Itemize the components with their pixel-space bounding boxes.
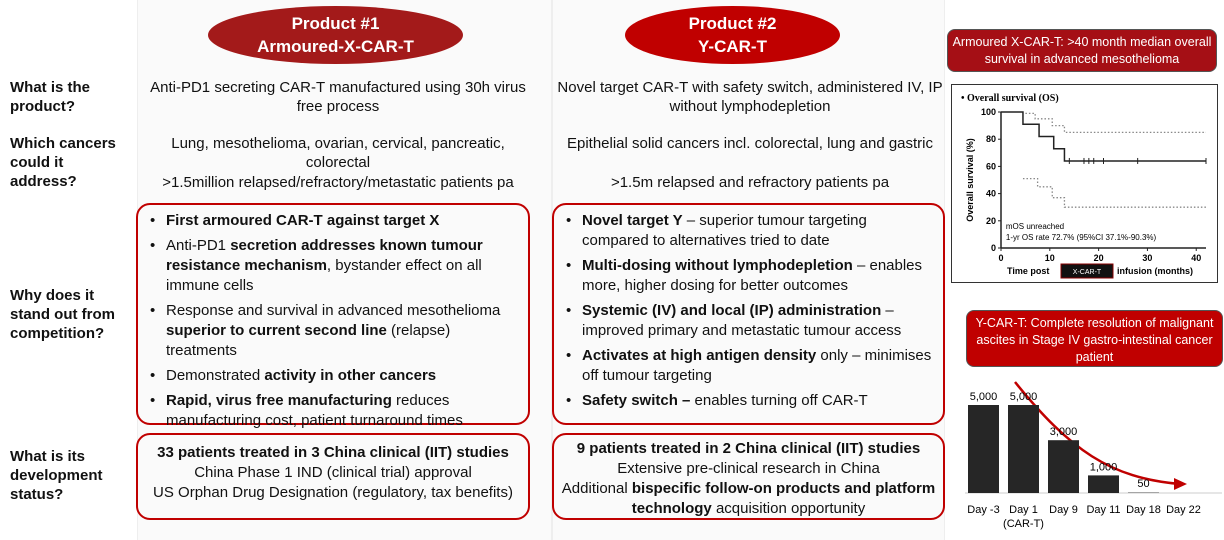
row-label-product: What is the product? <box>10 79 91 115</box>
bar <box>1008 405 1039 493</box>
x-tick-label: 20 <box>1094 253 1104 263</box>
product1-cancers: Lung, mesothelioma, ovarian, cervical, p… <box>171 135 505 171</box>
product2-cancers: Epithelial solid cancers incl. colorecta… <box>566 135 934 152</box>
y-tick-label: 60 <box>986 161 996 171</box>
km-line-upper-ci <box>1025 112 1206 134</box>
annotation-os-rate: 1-yr OS rate 72.7% (95%CI 37.1%-90.3%) <box>1006 233 1157 242</box>
y-tick-label: 20 <box>986 216 996 226</box>
product2-patients: >1.5m relapsed and refractory patients p… <box>610 174 890 191</box>
bar-value-label: 5,000 <box>1010 391 1038 403</box>
arrow-head-icon <box>1174 478 1187 490</box>
y-tick-label: 100 <box>981 107 996 117</box>
annotation-mos: mOS unreached <box>1006 222 1064 231</box>
y-tick-label: 0 <box>991 243 996 253</box>
x-car-t-tag-label: X-CAR-T <box>1073 269 1102 276</box>
km-line-os <box>1001 111 1206 162</box>
bar <box>1088 475 1119 493</box>
callout-ascites: Y-CAR-T: Complete resolution of malignan… <box>966 310 1223 367</box>
advantage-bullet: Multi-dosing without lymphodepletion – e… <box>564 256 933 296</box>
os-chart-title: • Overall survival (OS) <box>961 93 1059 104</box>
bar-category-label: Day 22 <box>1166 504 1201 516</box>
advantage-bullet: Activates at high antigen density only –… <box>564 346 933 386</box>
product2-what: Novel target CAR-T with safety switch, a… <box>557 79 943 115</box>
bar-category-label: Day 1 <box>1009 504 1038 516</box>
product1-advantages: First armoured CAR-T against target X Ant… <box>136 203 530 429</box>
x-tick-label: 40 <box>1191 253 1201 263</box>
row-label-status: What is its development status? <box>10 448 103 503</box>
os-chart: • Overall survival (OS) 0 10 20 30 40 0 20 40 60… <box>951 84 1218 283</box>
product2-advantages: Novel target Y – superior tumour targeti… <box>552 203 945 425</box>
row-label-cancers: Which cancers could it address? <box>10 135 116 190</box>
bar-value-label: 5,000 <box>970 391 998 403</box>
x-tick-label: 10 <box>1045 253 1055 263</box>
bar-category-sublabel: (CAR-T) <box>1003 518 1044 530</box>
y-tick-label: 80 <box>986 134 996 144</box>
y-axis-label: Overall survival (%) <box>965 138 975 222</box>
row-label-standout: Why does it stand out from competition? <box>10 287 115 342</box>
bar <box>968 405 999 493</box>
advantage-bullet: First armoured CAR-T against target X <box>148 211 518 231</box>
product1-what: Anti-PD1 secreting CAR-T manufactured us… <box>150 79 526 115</box>
advantage-bullet: Novel target Y – superior tumour targeti… <box>564 211 933 251</box>
x-car-t-tag <box>1060 263 1114 279</box>
bar <box>1128 492 1159 493</box>
bar <box>1048 440 1079 493</box>
bar-category-label: Day -3 <box>967 504 999 516</box>
product1-patients: >1.5million relapsed/refractory/metastat… <box>162 174 514 191</box>
advantage-bullet: Demonstrated activity in other cancers <box>148 366 518 386</box>
km-line-lower-ci <box>1022 177 1206 208</box>
bar-category-label: Day 18 <box>1126 504 1161 516</box>
advantage-bullet: Response and survival in advanced mesoth… <box>148 301 518 361</box>
y-tick-label: 40 <box>986 189 996 199</box>
x-axis-label-post: infusion (months) <box>1117 266 1193 276</box>
product1-status: 33 patients treated in 3 China clinical … <box>136 433 530 520</box>
bar-value-label: 3,000 <box>1050 426 1078 438</box>
x-tick-label: 30 <box>1142 253 1152 263</box>
callout-os: Armoured X-CAR-T: >40 month median overa… <box>947 29 1217 72</box>
bar-category-label: Day 11 <box>1086 504 1120 516</box>
x-axis-label-pre: Time post <box>1007 266 1049 276</box>
bar-value-label: 50 <box>1137 478 1149 490</box>
advantage-bullet: Rapid, virus free manufacturing reduces … <box>148 391 518 431</box>
x-tick-label: 0 <box>998 253 1003 263</box>
advantage-bullet: Safety switch – enables turning off CAR-… <box>564 391 933 411</box>
advantage-bullet: Systemic (IV) and local (IP) administrat… <box>564 301 933 341</box>
advantage-bullet: Anti-PD1 secretion addresses known tumou… <box>148 236 518 296</box>
bar-value-label: 1,000 <box>1090 461 1118 473</box>
product2-status: 9 patients treated in 2 China clinical (… <box>552 433 945 520</box>
bar-category-label: Day 9 <box>1049 504 1078 516</box>
